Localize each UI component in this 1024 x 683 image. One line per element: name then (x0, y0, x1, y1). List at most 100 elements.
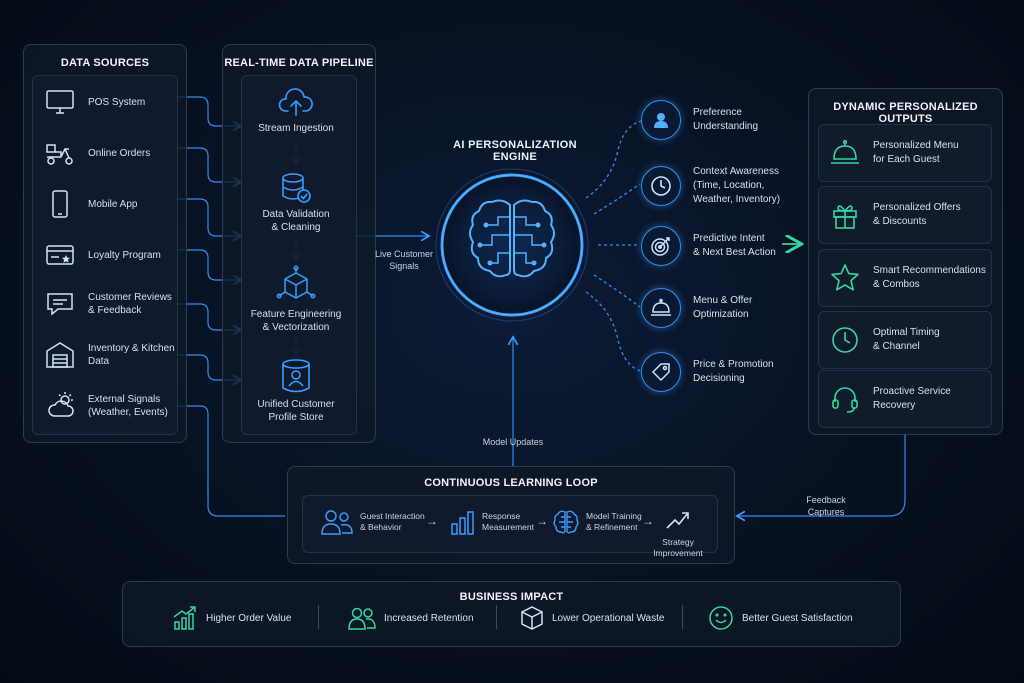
pipeline-step-label: Feature Engineering & Vectorization (250, 309, 342, 333)
pipeline-step-label: Data Validation & Cleaning (262, 209, 330, 233)
data-sources-panel: DATA SOURCES (23, 44, 187, 443)
data-source-mobile-app: Mobile App (44, 184, 184, 224)
impact-lower-waste: Lower Operational Waste (520, 598, 664, 638)
data-source-loyalty: Loyalty Program (44, 235, 184, 275)
data-source-label: Loyalty Program (88, 249, 161, 261)
output-service-recovery: Proactive Service Recovery (818, 370, 992, 428)
price-tag-icon (651, 363, 670, 382)
engine-link-2 (593, 183, 641, 215)
data-source-reviews: Customer Reviews & Feedback (44, 284, 184, 324)
weather-icon (48, 392, 74, 417)
impact-increased-retention: Increased Retention (348, 598, 474, 638)
data-source-label: Online Orders (88, 147, 151, 159)
pipeline-title: REAL-TIME DATA PIPELINE (224, 57, 374, 69)
learning-loop-title: CONTINUOUS LEARNING LOOP (424, 477, 598, 489)
data-source-label: External Signals (Weather, Events) (88, 394, 168, 418)
users-icon (321, 510, 353, 535)
connector-pos (176, 96, 240, 126)
data-source-inventory: Inventory & Kitchen Data (44, 335, 184, 375)
business-impact-title: BUSINESS IMPACT (459, 591, 564, 603)
output-label: Personalized Menu for Each Guest (873, 140, 959, 165)
loop-arrow-3: → (642, 514, 654, 528)
output-personalized-offers: Personalized Offers & Discounts (818, 186, 992, 244)
loop-step-response-measurement: Response Measurement (450, 508, 534, 536)
loop-step-label: Strategy Improvement (653, 537, 703, 558)
live-signals-label: Live Customer Signals (374, 249, 434, 271)
smartphone-icon (52, 190, 68, 218)
connector-feedback (738, 433, 906, 516)
output-label: Personalized Offers & Discounts (873, 202, 961, 227)
output-label: Optimal Timing & Channel (873, 327, 940, 352)
loop-step-label: Response Measurement (482, 511, 534, 532)
growth-chart-icon (173, 606, 196, 630)
monitor-icon (46, 90, 74, 114)
engine-capability-label: Predictive Intent & Next Best Action (693, 233, 776, 258)
warehouse-icon (46, 342, 74, 368)
impact-label: Increased Retention (384, 612, 474, 624)
data-source-label: POS System (88, 96, 146, 108)
engine-capability-predictive: Predictive Intent & Next Best Action (641, 226, 776, 266)
brain-circuit-icon (435, 168, 589, 322)
target-icon (651, 237, 670, 256)
output-label: Proactive Service Recovery (873, 386, 951, 411)
connector-inventory (176, 354, 240, 380)
connector-reviews (176, 303, 240, 330)
pipeline-step-feature-engineering: Feature Engineering & Vectorization (231, 265, 361, 334)
loop-step-label: Guest Interaction & Behavior (360, 511, 425, 532)
loop-step-guest-interaction: Guest Interaction & Behavior (320, 508, 425, 536)
pipeline-inner (241, 75, 357, 435)
clock-icon (832, 327, 858, 353)
engine-title: AI PERSONALIZATION ENGINE (453, 139, 577, 163)
output-label: Smart Recommendations & Combos (873, 265, 986, 290)
smiley-icon (709, 606, 733, 630)
data-source-external-signals: External Signals (Weather, Events) (44, 386, 184, 426)
connector-loyalty (176, 249, 240, 280)
cloud-upload-icon (278, 88, 313, 116)
business-impact-panel: BUSINESS IMPACT (122, 581, 901, 647)
pipeline-step-label: Unified Customer Profile Store (257, 399, 335, 423)
data-source-pos: POS System (44, 82, 184, 122)
gift-icon (833, 205, 857, 229)
engine-capability-price: Price & Promotion Decisioning (641, 352, 774, 392)
outputs-title: DYNAMIC PERSONALIZED OUTPUTS (833, 101, 978, 125)
user-icon (654, 113, 668, 128)
data-source-label: Mobile App (88, 198, 138, 210)
impact-divider (318, 605, 319, 629)
cloche-icon (651, 298, 671, 316)
box-icon (521, 606, 543, 630)
star-icon (831, 264, 859, 291)
cloche-icon (831, 139, 859, 164)
pipeline-step-unified-profile: Unified Customer Profile Store (231, 358, 361, 424)
database-user-icon (282, 359, 310, 393)
pipeline-step-label: Stream Ingestion (258, 123, 334, 134)
output-optimal-timing: Optimal Timing & Channel (818, 311, 992, 369)
pipeline-step-stream-ingestion: Stream Ingestion (231, 86, 361, 135)
headset-icon (832, 387, 858, 413)
impact-guest-satisfaction: Better Guest Satisfaction (708, 598, 853, 638)
engine-capability-label: Preference Understanding (693, 107, 759, 132)
engine-capability-context: Context Awareness (Time, Location, Weath… (641, 165, 780, 207)
data-source-label: Inventory & Kitchen Data (88, 343, 175, 367)
learning-loop-panel: CONTINUOUS LEARNING LOOP (287, 466, 735, 564)
output-smart-recommendations: Smart Recommendations & Combos (818, 249, 992, 307)
loop-arrow-2: → (536, 514, 548, 528)
impact-higher-order-value: Higher Order Value (172, 598, 291, 638)
output-personalized-menu: Personalized Menu for Each Guest (818, 124, 992, 182)
learning-loop-inner (302, 495, 718, 553)
loop-arrow-1: → (426, 514, 438, 528)
data-sources-inner (32, 75, 178, 435)
trend-up-icon (666, 512, 689, 529)
model-updates-label: Model Updates (482, 437, 544, 447)
users-icon (348, 607, 376, 630)
data-sources-title: DATA SOURCES (60, 57, 150, 69)
loop-step-label: Model Training & Refinement (586, 511, 642, 532)
brain-icon (553, 510, 579, 534)
impact-label: Lower Operational Waste (552, 612, 665, 624)
loop-step-strategy-improvement: Strategy Improvement (652, 508, 704, 559)
loyalty-card-icon (46, 245, 74, 265)
engine-capability-preference: Preference Understanding (641, 100, 758, 140)
connector-online (176, 147, 240, 182)
impact-label: Higher Order Value (206, 612, 292, 624)
database-check-icon (282, 173, 311, 203)
connector-external (176, 405, 285, 517)
